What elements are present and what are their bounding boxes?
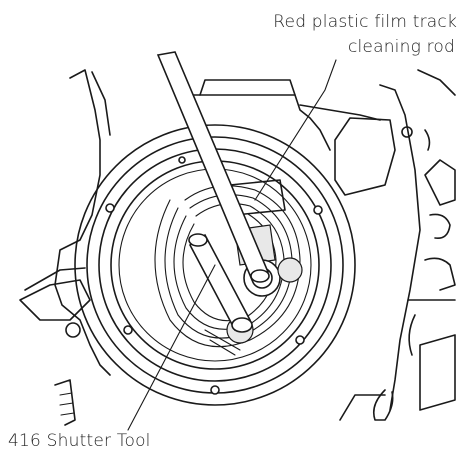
shutter-tool bbox=[188, 233, 253, 333]
rod-callout-line2: cleaning rod bbox=[347, 37, 455, 57]
left-handle bbox=[19, 267, 91, 426]
camera-body bbox=[54, 69, 456, 421]
rod-callout-line1: Red plastic film track bbox=[273, 12, 457, 32]
shutter-tool-callout: 416 Shutter Tool bbox=[8, 431, 151, 451]
cleaning-rod bbox=[156, 51, 270, 283]
rod-leader-line bbox=[254, 59, 337, 201]
shutter-tool-leader-line bbox=[127, 264, 216, 431]
